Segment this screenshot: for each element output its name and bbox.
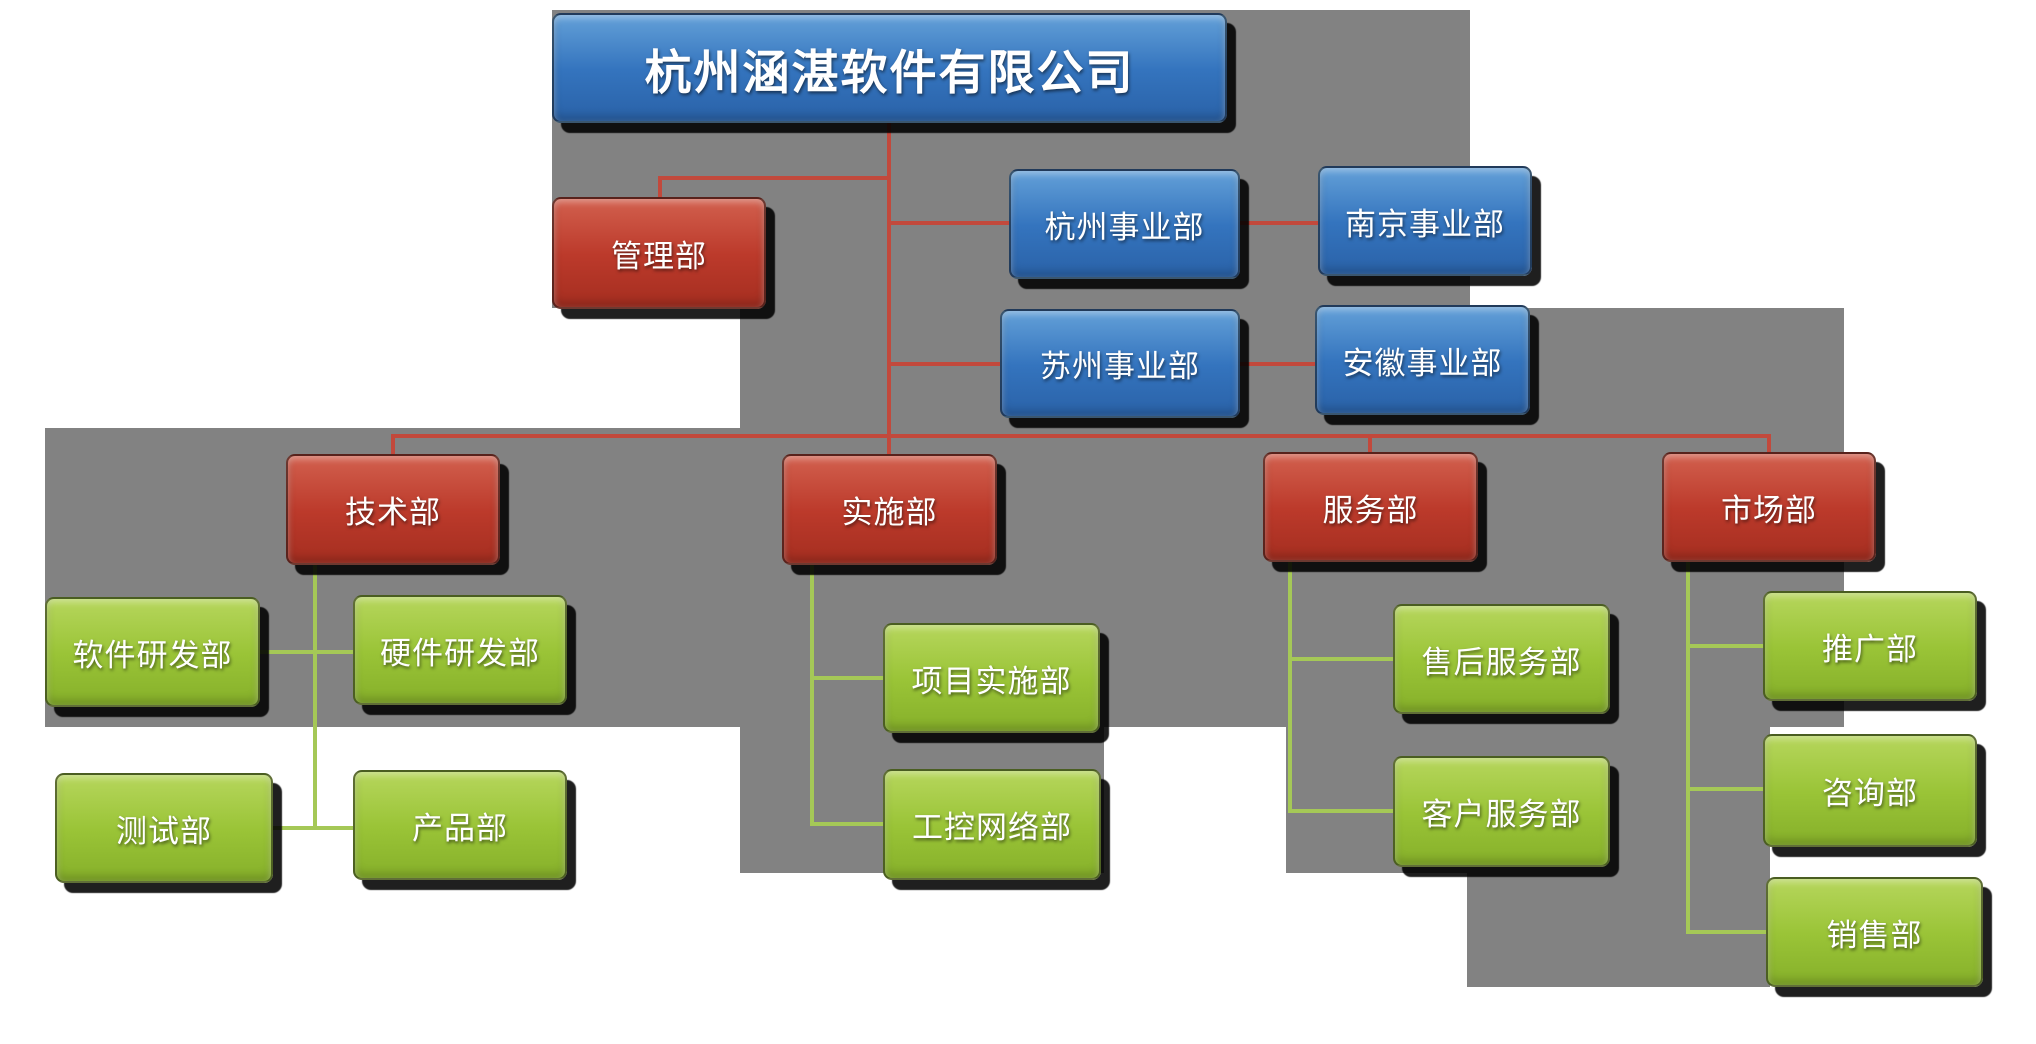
connector-market-drop <box>1767 434 1771 454</box>
node-management-dept-label: 管理部 <box>611 238 707 274</box>
connector-root-vertical <box>887 123 891 456</box>
connector-management-horizontal <box>658 176 891 180</box>
node-implementation-dept-label: 实施部 <box>841 495 938 530</box>
node-market-dept: 市场部 <box>1662 452 1876 562</box>
node-promotion-dept: 推广部 <box>1763 591 1977 701</box>
connector-tech-row1 <box>260 650 353 654</box>
node-product-dept: 产品部 <box>353 770 567 880</box>
connector-impl-vertical <box>810 565 814 826</box>
node-testing-dept-label: 测试部 <box>116 813 212 849</box>
connector-suzhou-branch <box>889 362 1000 366</box>
node-management-dept: 管理部 <box>552 197 766 309</box>
connector-tech-drop <box>391 434 395 456</box>
node-suzhou-division-label: 苏州事业部 <box>1040 349 1200 384</box>
node-promotion-dept-label: 推广部 <box>1822 631 1918 667</box>
node-testing-dept: 测试部 <box>55 773 273 883</box>
node-tech-dept-label: 技术部 <box>345 495 441 530</box>
connector-impl-branch2 <box>810 822 883 826</box>
connector-suzhou-anhui-link <box>1240 362 1315 366</box>
connector-impl-branch1 <box>810 676 883 680</box>
connector-management-drop <box>658 176 662 201</box>
connector-service-vertical <box>1288 562 1292 813</box>
node-anhui-division: 安徽事业部 <box>1315 305 1530 415</box>
connector-market-branch2 <box>1686 787 1763 791</box>
connector-market-vertical <box>1686 562 1690 934</box>
node-customer-service-dept-label: 客户服务部 <box>1421 797 1582 832</box>
node-sales-dept: 销售部 <box>1766 877 1983 987</box>
node-project-impl-dept-label: 项目实施部 <box>911 663 1072 699</box>
node-suzhou-division: 苏州事业部 <box>1000 309 1240 418</box>
connector-tech-vertical <box>313 565 317 830</box>
connector-hangzhou-nanjing-link <box>1240 221 1318 225</box>
connector-service-drop <box>1368 434 1372 454</box>
node-aftersales-service-dept: 售后服务部 <box>1393 604 1610 714</box>
node-hangzhou-division: 杭州事业部 <box>1009 169 1240 279</box>
node-service-dept: 服务部 <box>1263 452 1478 562</box>
node-hangzhou-division-label: 杭州事业部 <box>1044 209 1205 245</box>
node-aftersales-service-dept-label: 售后服务部 <box>1421 644 1582 680</box>
node-consulting-dept: 咨询部 <box>1763 734 1977 847</box>
connector-service-branch1 <box>1288 657 1393 661</box>
node-industrial-network-dept-label: 工控网络部 <box>912 810 1072 845</box>
node-company-root-label: 杭州涵湛软件有限公司 <box>644 47 1135 100</box>
node-product-dept-label: 产品部 <box>412 810 508 846</box>
node-nanjing-division: 南京事业部 <box>1318 166 1532 276</box>
connector-departments-rail <box>392 434 1771 438</box>
node-market-dept-label: 市场部 <box>1721 492 1817 528</box>
node-company-root: 杭州涵湛软件有限公司 <box>552 13 1227 123</box>
node-sales-dept-label: 销售部 <box>1826 917 1923 953</box>
node-anhui-division-label: 安徽事业部 <box>1342 345 1503 381</box>
connector-hangzhou-branch <box>889 221 1009 225</box>
connector-market-branch3 <box>1686 930 1766 934</box>
node-software-rd-dept: 软件研发部 <box>45 597 260 707</box>
connector-tech-row2 <box>273 826 353 830</box>
node-hardware-rd-dept-label: 硬件研发部 <box>380 635 540 671</box>
node-implementation-dept: 实施部 <box>782 454 997 565</box>
connector-market-branch1 <box>1686 644 1763 648</box>
node-tech-dept: 技术部 <box>286 454 500 565</box>
connector-service-branch2 <box>1288 809 1393 813</box>
node-industrial-network-dept: 工控网络部 <box>883 769 1101 880</box>
node-nanjing-division-label: 南京事业部 <box>1345 206 1505 242</box>
node-consulting-dept-label: 咨询部 <box>1822 776 1918 811</box>
node-software-rd-dept-label: 软件研发部 <box>72 637 233 673</box>
node-hardware-rd-dept: 硬件研发部 <box>353 595 567 705</box>
node-customer-service-dept: 客户服务部 <box>1393 756 1610 867</box>
node-project-impl-dept: 项目实施部 <box>883 623 1100 733</box>
background-region-second-band <box>740 308 1844 428</box>
node-service-dept-label: 服务部 <box>1322 492 1419 528</box>
